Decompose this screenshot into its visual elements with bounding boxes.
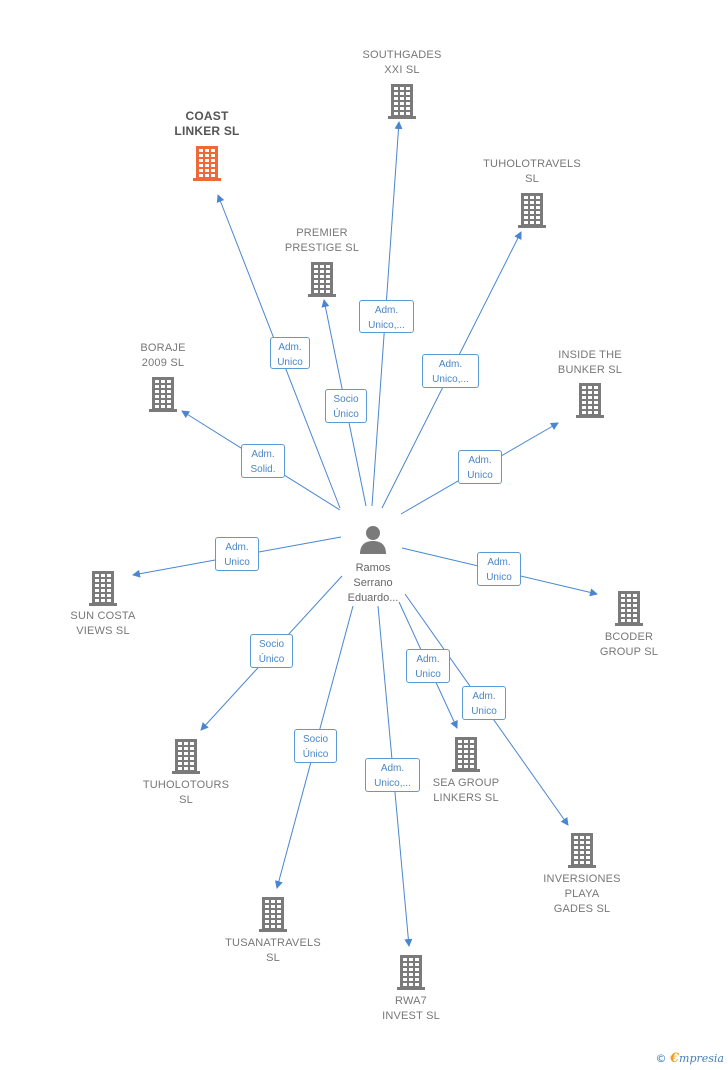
company-name: SUN COSTA VIEWS SL xyxy=(70,610,136,637)
relation-label-southgades[interactable]: Adm. Unico,... xyxy=(359,300,414,333)
company-name: COAST LINKER SL xyxy=(174,109,240,138)
person-icon xyxy=(360,526,386,554)
building-icon xyxy=(388,84,416,119)
building-icon xyxy=(397,955,425,990)
building-icon xyxy=(576,383,604,418)
company-name: PREMIER PRESTIGE SL xyxy=(284,227,360,254)
building-icon xyxy=(518,193,546,228)
relation-label-tuholotours[interactable]: Socio Único xyxy=(250,634,293,668)
relation-label-sun-costa-views[interactable]: Adm. Unico xyxy=(215,537,259,571)
company-name: INSIDE THE BUNKER SL xyxy=(557,349,623,376)
brand-logo: © €mpresia xyxy=(655,1051,724,1066)
relation-label-bcoder-group[interactable]: Adm. Unico xyxy=(477,552,521,586)
relation-label-rwa7-invest[interactable]: Adm. Unico,... xyxy=(365,758,420,792)
building-icon xyxy=(172,739,200,774)
building-icon xyxy=(149,377,177,412)
relation-label-inversiones-playa-gades[interactable]: Adm. Unico xyxy=(462,686,506,720)
company-name: RWA7 INVEST SL xyxy=(382,995,440,1022)
building-icon xyxy=(452,737,480,772)
relation-label-tusanatravels[interactable]: Socio Único xyxy=(294,729,337,763)
building-icon xyxy=(308,262,336,297)
building-icon xyxy=(89,571,117,606)
brand-initial: € xyxy=(669,1051,680,1066)
relation-label-tuholotravels[interactable]: Adm. Unico,... xyxy=(422,354,479,388)
building-icon xyxy=(259,897,287,932)
building-icon xyxy=(568,833,596,868)
company-name: SEA GROUP LINKERS SL xyxy=(432,777,500,804)
relation-label-inside-the-bunker[interactable]: Adm. Unico xyxy=(458,450,502,484)
relation-label-boraje[interactable]: Adm. Solid. xyxy=(241,444,285,478)
brand-name: mpresia xyxy=(679,1052,724,1065)
relation-label-coast-linker[interactable]: Adm. Unico xyxy=(270,337,310,369)
company-name: TUHOLOTOURS SL xyxy=(142,779,230,806)
company-name: TUSANATRAVELS SL xyxy=(225,937,321,964)
center-person-name: Ramos Serrano Eduardo... xyxy=(347,562,399,604)
building-icon xyxy=(615,591,643,626)
company-name: SOUTHGADES XXI SL xyxy=(362,49,442,76)
relation-label-premier-prestige[interactable]: Socio Único xyxy=(325,389,367,423)
relation-label-sea-group-linkers[interactable]: Adm. Unico xyxy=(406,649,450,683)
company-name: TUHOLOTRAVELS SL xyxy=(483,158,581,185)
building-icon xyxy=(193,146,221,181)
copyright-icon: © xyxy=(655,1052,667,1065)
company-name: BORAJE 2009 SL xyxy=(140,342,186,369)
company-name: INVERSIONES PLAYA GADES SL xyxy=(543,873,621,915)
company-name: BCODER GROUP SL xyxy=(599,631,659,658)
